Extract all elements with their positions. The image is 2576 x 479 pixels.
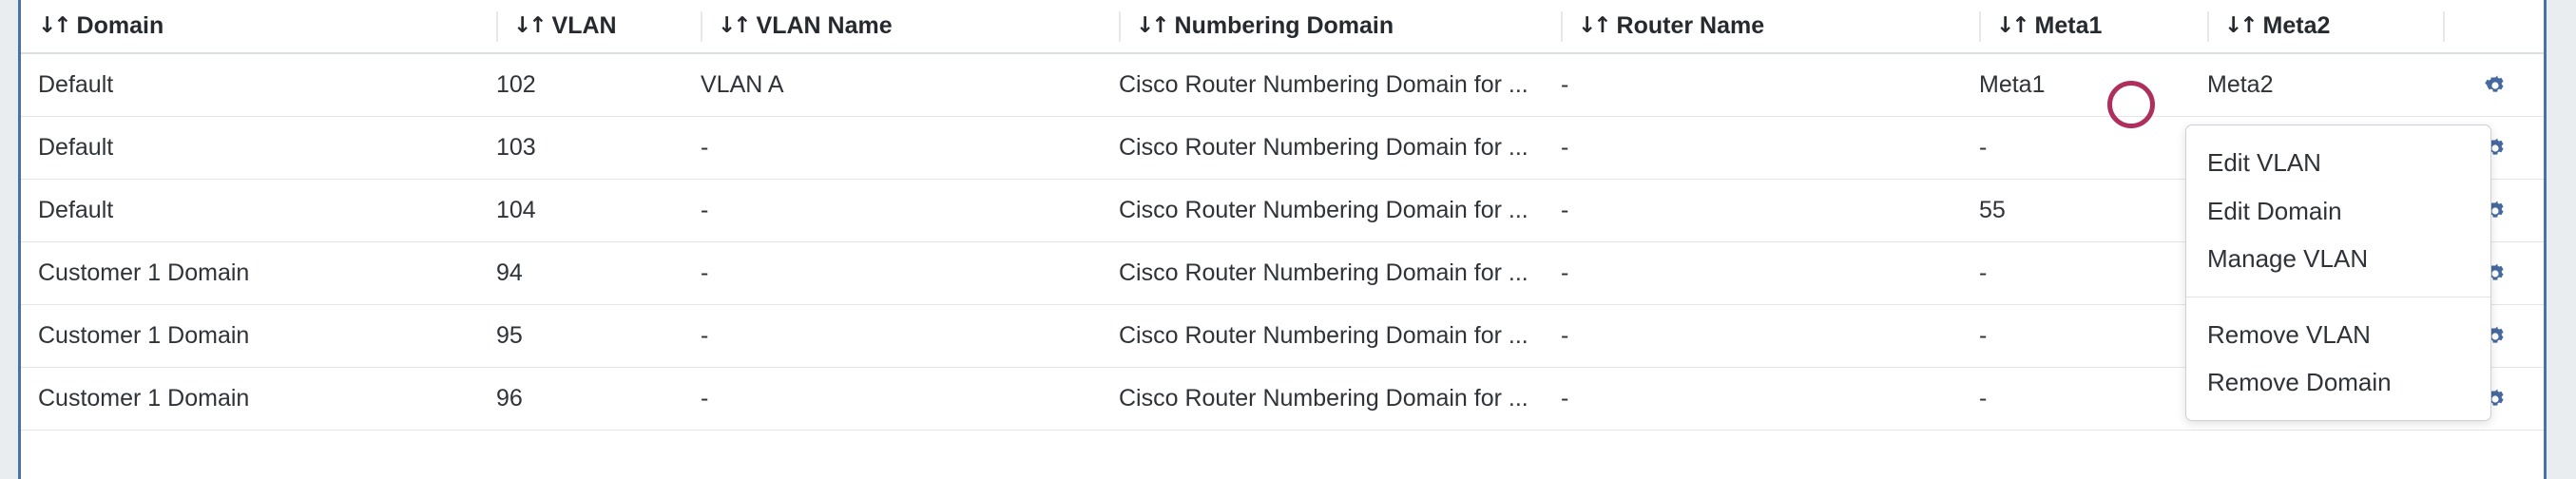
column-header-actions [2443, 8, 2547, 46]
menu-item-edit-vlan[interactable]: Edit VLAN [2207, 148, 2321, 177]
cell-domain: Default [38, 134, 114, 161]
cell-router-name: - [1561, 71, 1569, 98]
cell-router-name: - [1561, 259, 1569, 286]
cell-vlan-name: - [701, 197, 709, 223]
cell-numbering-domain: Cisco Router Numbering Domain for ... [1119, 197, 1528, 223]
cell-domain: Customer 1 Domain [38, 322, 250, 349]
menu-item-remove-vlan[interactable]: Remove VLAN [2207, 319, 2371, 349]
sort-icon[interactable]: ↓↑ [1996, 13, 2030, 38]
cell-numbering-domain: Cisco Router Numbering Domain for ... [1119, 259, 1528, 286]
cell-domain: Default [38, 71, 114, 98]
menu-item-edit-domain[interactable]: Edit Domain [2207, 196, 2342, 225]
cell-router-name: - [1561, 385, 1569, 412]
sort-icon[interactable]: ↓↑ [1136, 13, 1170, 38]
cell-vlan: 104 [496, 197, 536, 223]
cell-router-name: - [1561, 197, 1569, 223]
table-row[interactable]: Customer 1 Domain 95 - Cisco Router Numb… [21, 305, 2544, 368]
cell-vlan-name: - [701, 385, 709, 412]
cell-meta1: - [1979, 134, 1988, 161]
menu-item-manage-vlan[interactable]: Manage VLAN [2207, 244, 2369, 273]
column-header-label: Domain [76, 12, 164, 39]
cell-vlan: 96 [496, 385, 523, 412]
cell-domain: Default [38, 197, 114, 223]
cell-numbering-domain: Cisco Router Numbering Domain for ... [1119, 322, 1528, 349]
table-row[interactable]: Default 104 - Cisco Router Numbering Dom… [21, 180, 2544, 242]
table-header-row: ↓↑ Domain ↓↑ VLAN ↓↑ VLAN Name ↓↑ Number… [21, 0, 2544, 54]
cell-numbering-domain: Cisco Router Numbering Domain for ... [1119, 385, 1528, 412]
cell-vlan: 102 [496, 71, 536, 98]
column-header-label: Numbering Domain [1174, 12, 1394, 39]
sort-icon[interactable]: ↓↑ [718, 13, 752, 38]
column-header-numbering-domain[interactable]: ↓↑ Numbering Domain [1119, 8, 1561, 46]
cell-vlan-name: - [701, 322, 709, 349]
column-header-domain[interactable]: ↓↑ Domain [38, 8, 496, 46]
cell-vlan-name: - [701, 134, 709, 161]
cell-meta1: - [1979, 322, 1988, 349]
table-row[interactable]: Default 103 - Cisco Router Numbering Dom… [21, 117, 2544, 180]
column-header-vlan-name[interactable]: ↓↑ VLAN Name [701, 8, 1119, 46]
column-header-meta2[interactable]: ↓↑ Meta2 [2207, 8, 2443, 46]
cell-meta1: 55 [1979, 197, 2006, 223]
gear-icon[interactable] [2483, 73, 2508, 98]
sort-icon[interactable]: ↓↑ [513, 13, 548, 38]
cell-vlan-name: VLAN A [701, 71, 784, 98]
column-header-vlan[interactable]: ↓↑ VLAN [496, 8, 701, 46]
cell-vlan: 103 [496, 134, 536, 161]
row-actions-dropdown-menu[interactable]: Edit VLAN Edit Domain Manage VLAN Remove… [2185, 125, 2491, 421]
column-header-label: VLAN Name [756, 12, 893, 39]
sort-icon[interactable]: ↓↑ [2224, 13, 2259, 38]
table-row[interactable]: Customer 1 Domain 96 - Cisco Router Numb… [21, 368, 2544, 431]
column-header-label: Router Name [1616, 12, 1765, 39]
cell-domain: Customer 1 Domain [38, 385, 250, 412]
cell-numbering-domain: Cisco Router Numbering Domain for ... [1119, 71, 1528, 98]
sort-icon[interactable]: ↓↑ [38, 13, 72, 38]
column-header-label: Meta2 [2262, 12, 2331, 39]
cell-meta1: - [1979, 385, 1988, 412]
cell-meta1: Meta1 [1979, 71, 2046, 98]
cell-numbering-domain: Cisco Router Numbering Domain for ... [1119, 134, 1528, 161]
column-header-router-name[interactable]: ↓↑ Router Name [1561, 8, 1979, 46]
vlan-table-panel: ↓↑ Domain ↓↑ VLAN ↓↑ VLAN Name ↓↑ Number… [18, 0, 2547, 479]
menu-item-remove-domain[interactable]: Remove Domain [2207, 368, 2392, 396]
vlan-table: ↓↑ Domain ↓↑ VLAN ↓↑ VLAN Name ↓↑ Number… [21, 0, 2544, 479]
table-row[interactable]: Default 102 VLAN A Cisco Router Numberin… [21, 54, 2544, 117]
sort-icon[interactable]: ↓↑ [1578, 13, 1612, 38]
column-header-meta1[interactable]: ↓↑ Meta1 [1979, 8, 2207, 46]
cell-meta1: - [1979, 259, 1988, 286]
cell-domain: Customer 1 Domain [38, 259, 250, 286]
table-row[interactable]: Customer 1 Domain 94 - Cisco Router Numb… [21, 242, 2544, 305]
cell-router-name: - [1561, 322, 1569, 349]
cell-actions[interactable] [2443, 73, 2547, 98]
cell-meta2: Meta2 [2207, 71, 2274, 98]
column-header-label: VLAN [551, 12, 617, 39]
cell-vlan-name: - [701, 259, 709, 286]
cell-router-name: - [1561, 134, 1569, 161]
cell-vlan: 95 [496, 322, 523, 349]
cell-vlan: 94 [496, 259, 523, 286]
column-header-label: Meta1 [2034, 12, 2103, 39]
